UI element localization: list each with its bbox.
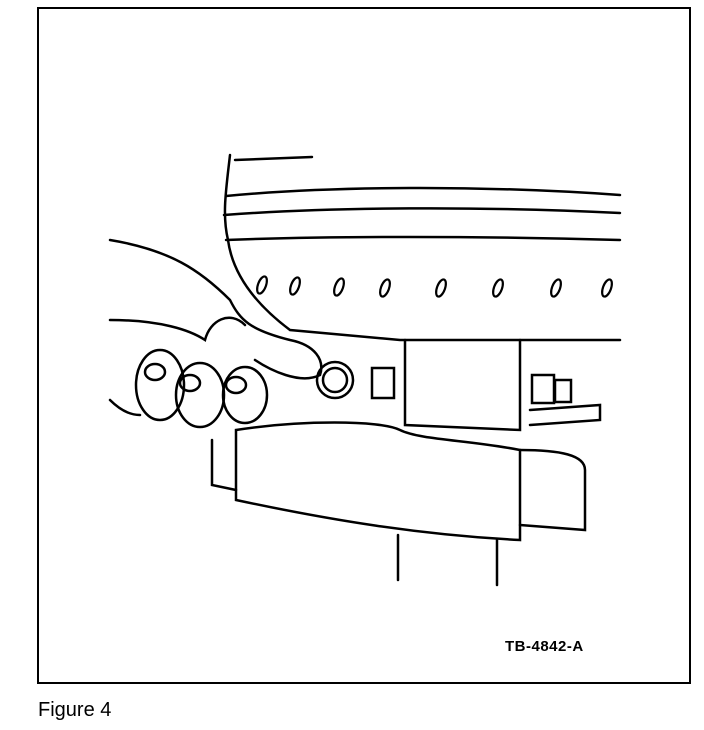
fitting-nut [370,366,396,400]
figure-frame [37,7,691,684]
figure-caption: Figure 4 [38,699,112,721]
hand-outline [108,238,323,380]
housing-outline [223,153,622,342]
column [403,338,522,432]
fitting-ring [315,360,355,400]
finger [134,348,186,422]
bolt-holes [256,275,613,298]
figure-code: TB-4842-A [505,638,584,655]
legs [396,533,499,587]
fitting-nut-2 [530,373,556,405]
finger [221,365,269,425]
base-plate [234,421,522,542]
